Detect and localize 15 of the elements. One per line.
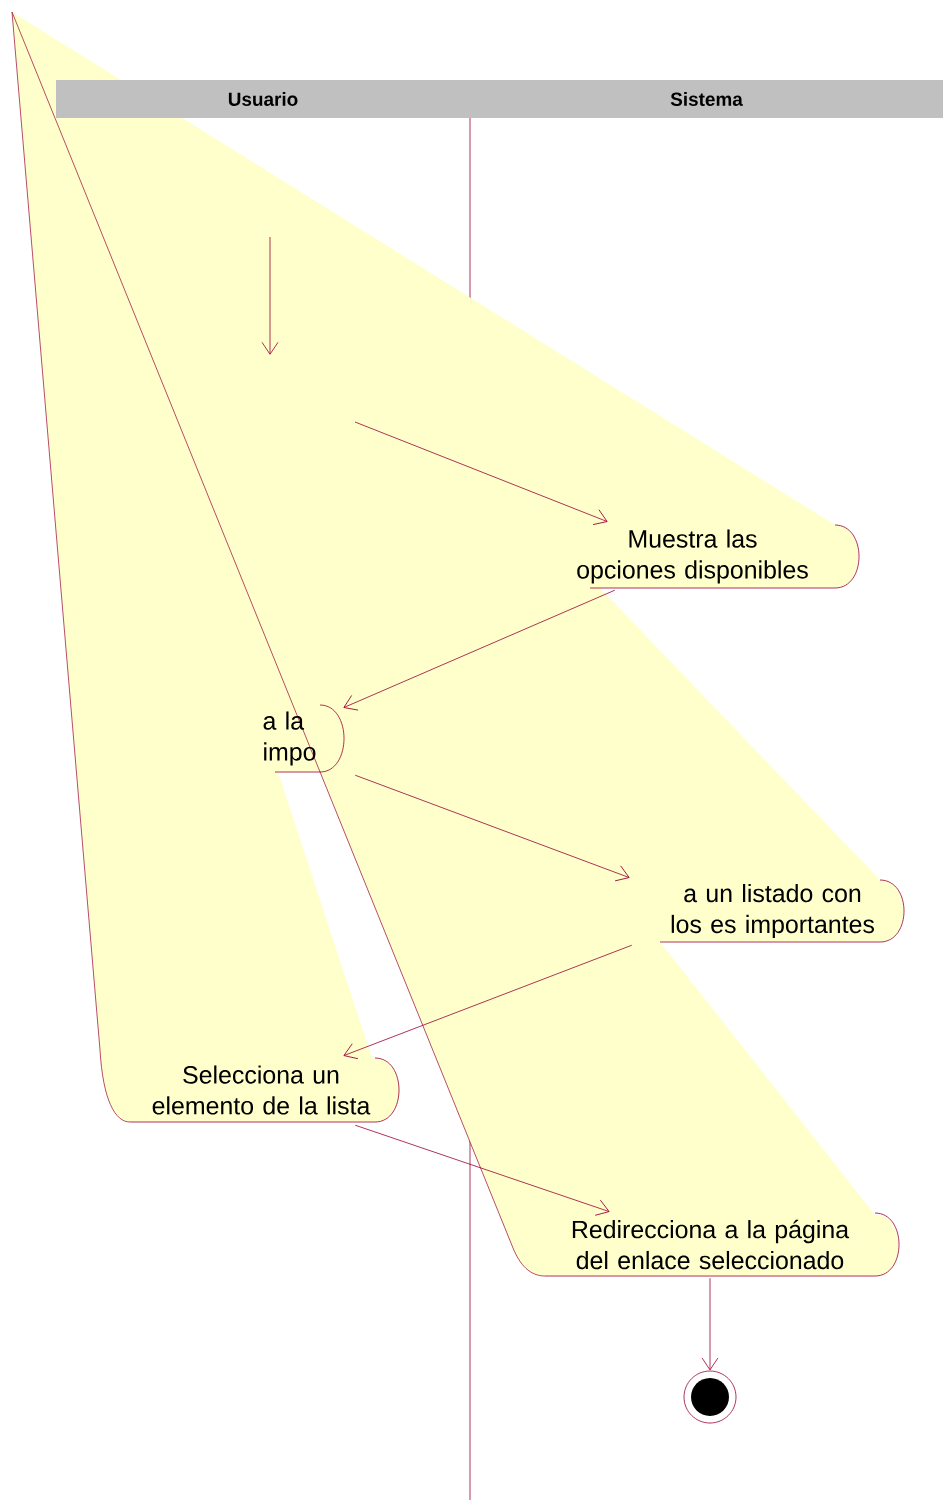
activity-box: Selecciona un elemento de la lista (129, 1057, 400, 1123)
node-label: Usuario (228, 92, 298, 106)
arrow (343, 944, 633, 1060)
activity-box: a un listado con los es importantes (659, 879, 905, 943)
activity-box: Redirecciona a la página del enlace seleccionado (544, 1212, 900, 1277)
arrow (701, 1277, 719, 1371)
activity-box: Muestra las opciones disponibles (577, 524, 860, 589)
node-label: Sistema (670, 92, 743, 106)
swimlane-header: Sistema (470, 80, 943, 118)
arrow (354, 421, 608, 525)
arrow (354, 774, 630, 882)
swimlane-header: Usuario (56, 80, 470, 118)
arrow (354, 1124, 610, 1216)
activity-box: a la impo (263, 704, 345, 773)
final-node (683, 1370, 737, 1424)
